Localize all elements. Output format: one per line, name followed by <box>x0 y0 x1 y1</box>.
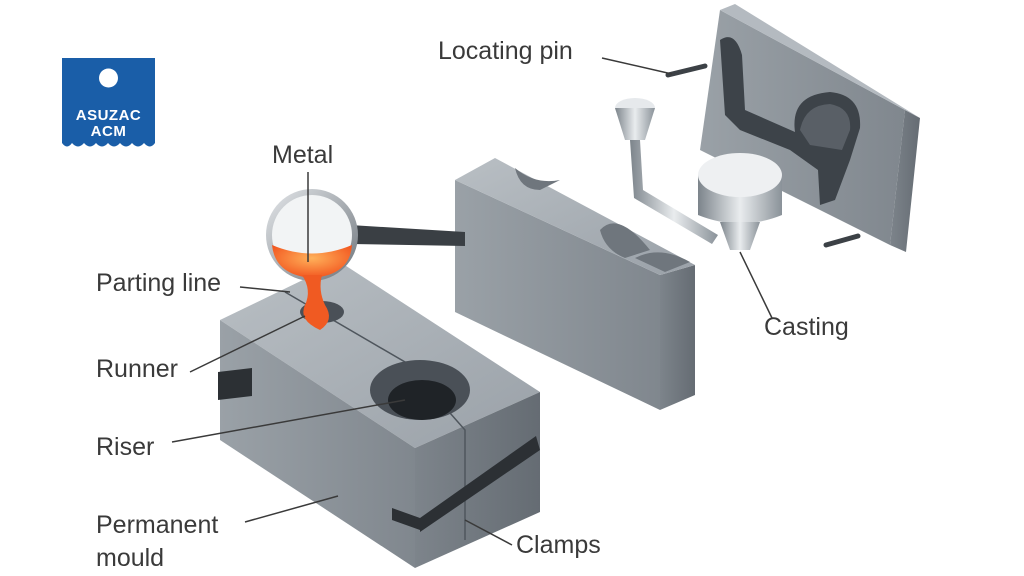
label-casting: Casting <box>764 313 849 341</box>
assembled-mould <box>218 262 540 568</box>
casting-riser-top <box>698 153 782 197</box>
leader-runner <box>189 315 306 373</box>
right-mould-half <box>665 4 920 252</box>
leader-locating-pin <box>601 57 673 75</box>
molten-metal-pool <box>272 245 352 278</box>
ladle-handle <box>350 225 465 246</box>
leader-clamps <box>464 519 513 546</box>
middle-mould-half <box>455 158 695 410</box>
middle-mould-notch-1 <box>515 168 560 190</box>
casting-riser-neck <box>720 222 760 250</box>
label-permanent-mould-line2: mould <box>96 544 165 572</box>
clamp-front <box>392 508 420 530</box>
middle-mould-notch-3 <box>635 252 690 272</box>
casting-sprue-cone <box>615 108 655 140</box>
molten-metal-stream <box>302 275 329 330</box>
logo-badge <box>62 58 155 147</box>
middle-mould-face <box>455 180 660 410</box>
middle-mould-side <box>660 265 695 410</box>
mould-front-face <box>220 320 415 568</box>
label-clamps: Clamps <box>516 531 601 559</box>
logo-line-2: ACM <box>90 123 127 140</box>
asuzac-acm-logo: ASUZAC ACM <box>62 58 155 151</box>
locating-pin-lower <box>823 233 861 248</box>
right-mould-side <box>890 110 920 252</box>
middle-mould-notch-2 <box>600 223 650 258</box>
label-parting-line: Parting line <box>96 269 222 297</box>
casting-runner <box>630 140 718 244</box>
leader-casting <box>739 251 773 319</box>
label-metal: Metal <box>272 141 334 169</box>
label-runner: Runner <box>96 355 178 383</box>
clamp-band <box>420 436 540 532</box>
riser-hole-inner <box>388 380 456 420</box>
locating-pin-upper <box>665 63 708 78</box>
logo-sun-icon <box>99 68 118 88</box>
right-mould-cavity <box>720 37 861 206</box>
clamp-left <box>218 368 252 400</box>
leader-parting-line <box>239 286 291 293</box>
leader-lines <box>171 57 773 546</box>
logo-line-1: ASUZAC <box>75 107 142 124</box>
casting-part <box>615 98 782 250</box>
label-locating-pin: Locating pin <box>438 37 573 65</box>
ladle <box>266 189 465 330</box>
leader-permanent-mould <box>244 495 339 523</box>
right-mould-cavity-shade <box>800 104 851 150</box>
right-mould-top <box>720 4 920 118</box>
label-permanent-mould-line1: Permanent <box>96 511 219 539</box>
leader-riser <box>171 399 406 443</box>
label-riser: Riser <box>96 433 155 461</box>
